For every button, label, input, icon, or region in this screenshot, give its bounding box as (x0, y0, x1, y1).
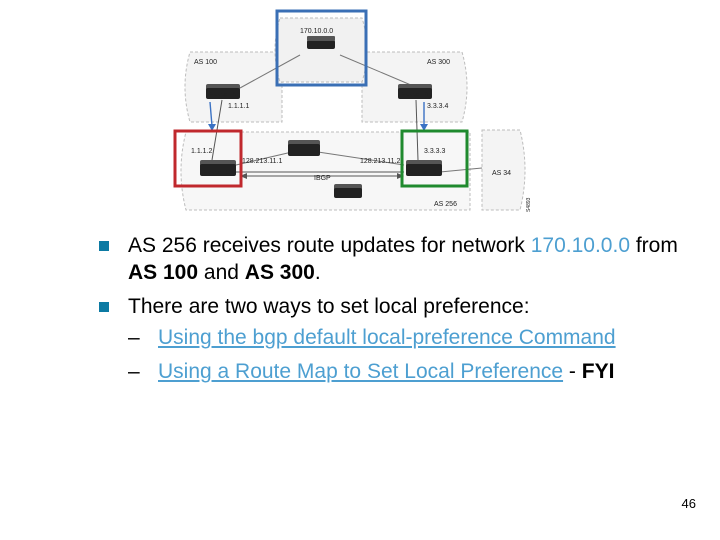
bullet-list: AS 256 receives route updates for networ… (96, 232, 706, 392)
separator-text: - (568, 360, 576, 383)
link-d-as34 (439, 167, 483, 173)
ip-c-label: 1.1.1.2 (191, 148, 213, 155)
as300-label: AS 300 (427, 59, 450, 66)
bullet-text: from (635, 234, 678, 257)
dash-bullet: – (128, 326, 140, 349)
square-bullet-icon (99, 302, 109, 312)
router-c-label: Router C (203, 169, 231, 176)
router-d-label: Router D (409, 169, 437, 176)
ip-b-label: 3.3.3.4 (427, 103, 449, 110)
router-center-bottom-icon (334, 184, 362, 198)
arrowhead-b-d (420, 124, 428, 131)
route-map-local-preference-link[interactable]: Using a Route Map to Set Local Preferenc… (158, 360, 564, 383)
bullet-item-two-ways: There are two ways to set local preferen… (96, 293, 706, 385)
router-b-icon (398, 84, 432, 99)
bullet-text: There are two ways to set local preferen… (128, 295, 530, 318)
as34-cloud (481, 129, 526, 211)
sub-item-default-command: – Using the bgp default local-preference… (128, 324, 706, 351)
sub-item-route-map: – Using a Route Map to Set Local Prefere… (128, 358, 706, 385)
as256-label: AS 256 (434, 201, 457, 208)
ibgp-arrowhead-left (240, 173, 247, 179)
router-center-top-icon (288, 140, 320, 156)
bullet-text: . (314, 261, 321, 284)
dash-bullet: – (128, 360, 140, 383)
network-router-icon (307, 36, 335, 49)
ip-d-label: 3.3.3.3 (424, 148, 446, 155)
arrowhead-a-c (208, 124, 216, 131)
bullet-text: AS 256 receives route updates for networ… (128, 234, 525, 257)
link-d-center (317, 151, 405, 166)
as100-bold-text: AS 100 (128, 261, 199, 284)
bullet-text: and (203, 261, 239, 284)
ip-d-ibgp-label: 128.213.11.2 (360, 158, 400, 165)
router-a-icon (206, 84, 240, 99)
router-d-highlight-box (400, 129, 469, 188)
fyi-tag: FYI (581, 360, 615, 383)
as34-label: AS 34 (492, 170, 511, 177)
network-highlight-text: 170.10.0.0 (530, 234, 630, 257)
square-bullet-icon (99, 241, 109, 251)
bullet-item-route-updates: AS 256 receives route updates for networ… (96, 232, 706, 286)
router-a-label: Router A (209, 91, 237, 98)
page-number: 46 (681, 496, 696, 511)
ibgp-label: IBGP (314, 175, 331, 182)
default-local-preference-link[interactable]: Using the bgp default local-preference C… (158, 326, 616, 349)
as300-bold-text: AS 300 (244, 261, 315, 284)
link-a-network (239, 54, 301, 89)
network-label: 170.10.0.0 (300, 28, 333, 35)
ip-a-label: 1.1.1.1 (228, 103, 250, 110)
router-c-highlight-box (173, 129, 243, 188)
router-c-icon (200, 160, 236, 176)
ip-c-ibgp-label: 128.213.11.1 (242, 158, 282, 165)
as100-label: AS 100 (194, 59, 217, 66)
link-c-center (235, 151, 293, 166)
network-diagram: 170.10.0.0 AS 100 AS 300 Router A Router… (173, 9, 532, 212)
router-d-icon (406, 160, 442, 176)
network-highlight-box (275, 9, 368, 87)
router-b-label: Router B (401, 91, 429, 98)
link-b-network (339, 54, 419, 89)
arrow-a-c (209, 101, 213, 127)
sub-bullet-list: – Using the bgp default local-preference… (128, 324, 706, 385)
figure-id-label: S4893 (526, 197, 532, 212)
as256-cloud (180, 131, 471, 211)
